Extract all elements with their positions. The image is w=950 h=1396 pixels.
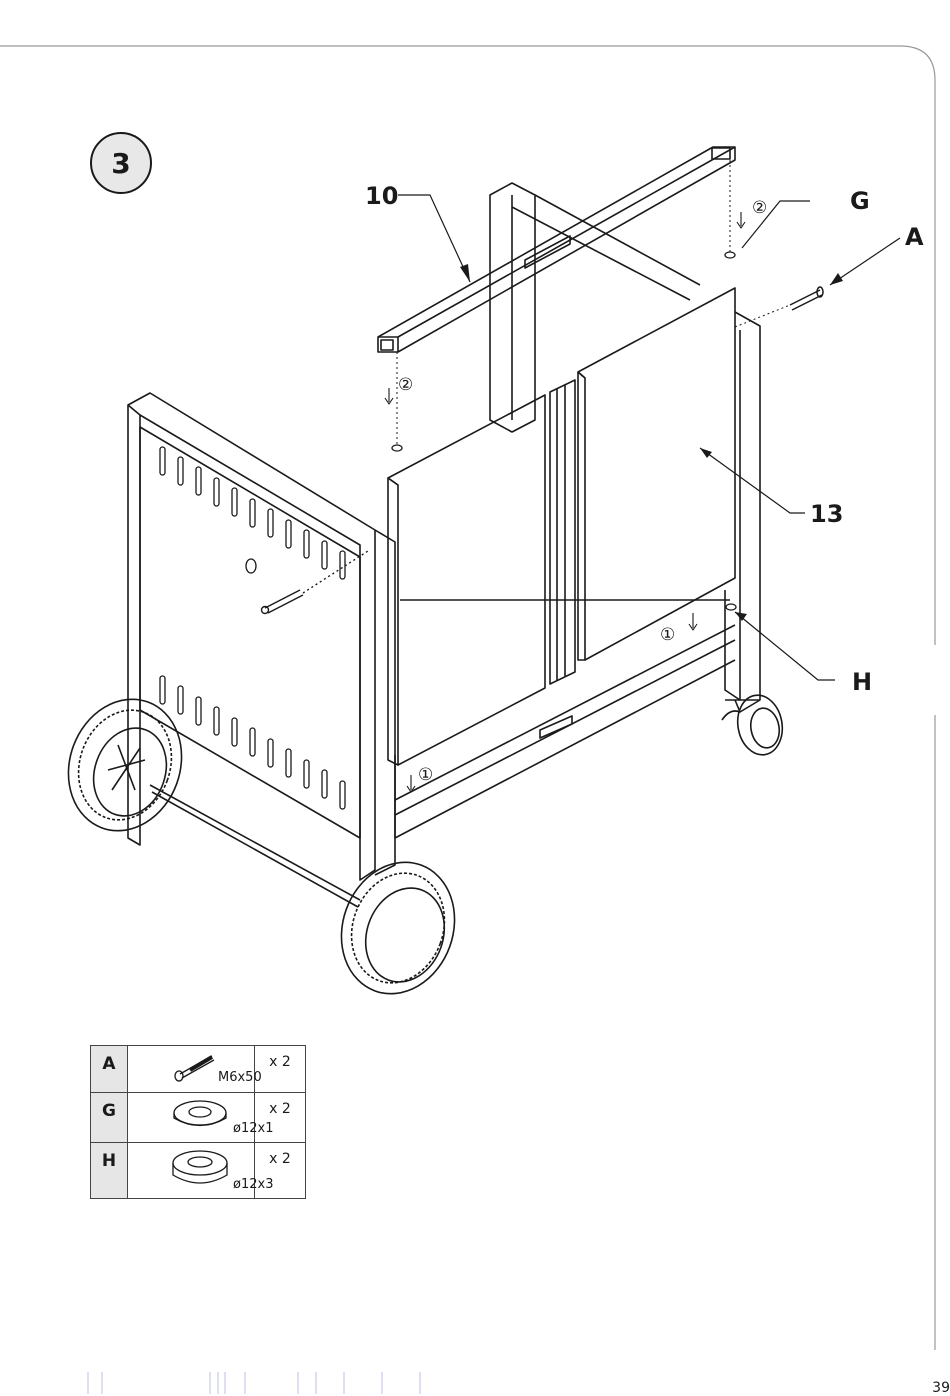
callout-part-13: 13 <box>810 500 843 528</box>
caster-wheel <box>721 694 784 756</box>
sequence-mark-1-left: ① <box>418 765 433 785</box>
sequence-mark-1-right: ① <box>660 625 675 645</box>
part-letter: G <box>90 1092 128 1143</box>
parts-row-A: A M6x50 x 2 <box>90 1045 306 1093</box>
axle <box>149 784 361 908</box>
door-panel-left <box>387 394 546 766</box>
door-panel-right <box>577 287 736 661</box>
left-side-panel <box>127 392 396 881</box>
step-number-badge: 3 <box>90 132 152 194</box>
drop-arrows <box>384 212 746 793</box>
callout-part-10: 10 <box>365 182 398 210</box>
sequence-mark-2-left: ② <box>398 375 413 395</box>
part-spec: M6x50 <box>218 1070 262 1085</box>
washer-marks <box>391 251 737 611</box>
callout-part-H: H <box>852 668 872 696</box>
bolt-icon <box>174 1055 215 1082</box>
sequence-mark-2-right: ② <box>752 198 767 218</box>
part-letter: A <box>90 1045 128 1093</box>
leader-lines <box>398 194 901 681</box>
side-bolt <box>260 550 369 615</box>
page-number: 39 <box>932 1380 950 1396</box>
thin-washer-icon <box>173 1100 227 1127</box>
top-bar <box>377 146 736 353</box>
part-letter: H <box>90 1142 128 1199</box>
hardware-parts-table: A M6x50 x 2 G ø12x1 <box>90 1045 306 1199</box>
callout-part-A: A <box>905 223 924 251</box>
part-quantity: x 2 <box>254 1142 306 1199</box>
assembly-diagram: 10 G A 13 H ② ② ① ① <box>67 146 924 995</box>
parts-row-H: H ø12x3 x 2 <box>90 1142 306 1199</box>
leader-arrowheads <box>460 264 843 621</box>
parts-row-G: G ø12x1 x 2 <box>90 1092 306 1143</box>
right-side-frame <box>724 311 761 713</box>
part-quantity: x 2 <box>254 1045 306 1093</box>
part-quantity: x 2 <box>254 1092 306 1143</box>
center-divider <box>549 379 576 685</box>
front-left-wheel <box>340 861 456 995</box>
step-number: 3 <box>111 146 131 180</box>
assembly-guides <box>396 160 791 445</box>
rear-left-wheel <box>67 698 183 832</box>
thick-washer-icon <box>172 1150 228 1184</box>
rear-frame <box>489 182 701 433</box>
bolt-A <box>789 286 824 311</box>
print-registration-marks <box>87 1372 421 1394</box>
callout-part-G: G <box>850 187 870 215</box>
